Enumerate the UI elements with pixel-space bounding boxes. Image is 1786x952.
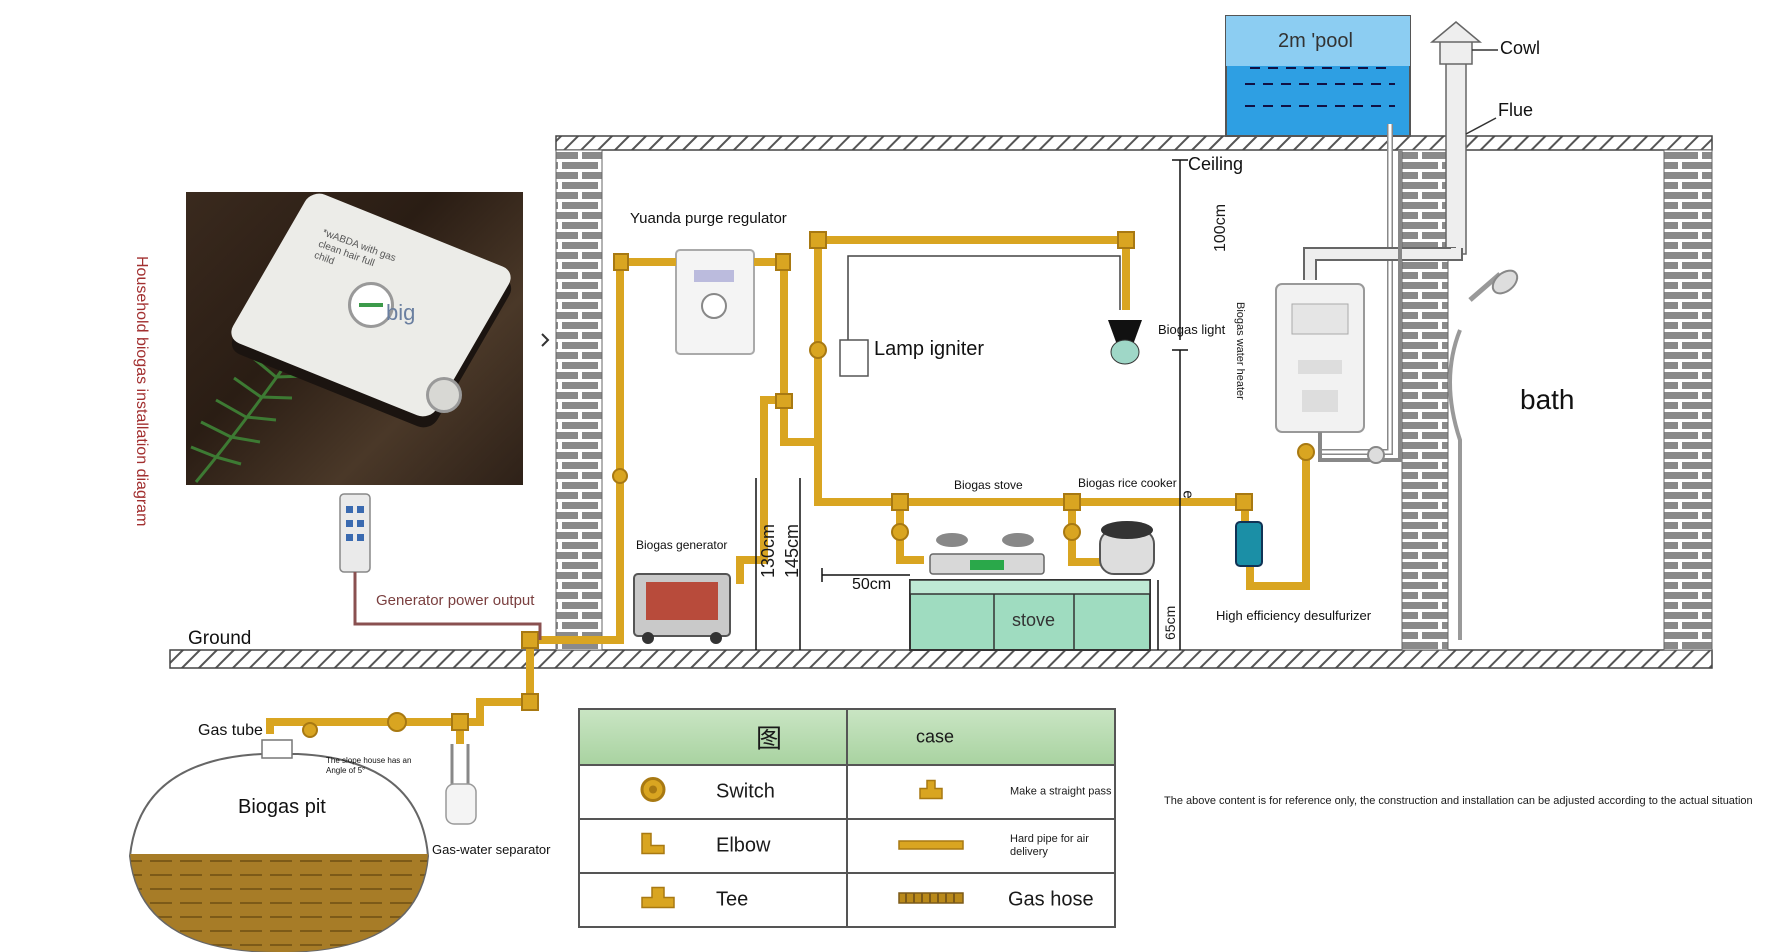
desulfurizer-label: High efficiency desulfurizer	[1216, 608, 1372, 623]
legend-header-left: 图	[756, 723, 783, 754]
legend-header-right: case	[916, 726, 955, 747]
ceiling-label: Ceiling	[1188, 154, 1244, 174]
legend-row: Elbow Hard pipe for air delivery	[578, 818, 1116, 874]
legend-table: 图 case Switch Make a straight pass Elbow…	[578, 708, 1116, 928]
rice-cooker-device	[1099, 521, 1155, 575]
left-wall	[555, 149, 603, 651]
biogas-stove-device	[929, 533, 1045, 575]
bath-label: bath	[1520, 384, 1575, 415]
dim-50-label: 50cm	[852, 576, 892, 593]
lamp-igniter-label: Lamp igniter	[874, 338, 985, 360]
generator-device	[633, 573, 731, 644]
gas-hose-icon	[898, 891, 964, 909]
shower-head	[1491, 269, 1519, 295]
dim-65-label: 65cm	[1162, 605, 1178, 640]
gas-tube-label: Gas tube	[198, 722, 263, 739]
pressure-gauge-icon	[348, 282, 394, 328]
desulfurizer-device	[1235, 521, 1263, 567]
rice-cooker-label: Biogas rice cooker	[1078, 476, 1177, 490]
biogas-stove-label: Biogas stove	[954, 478, 1023, 492]
knob-icon	[426, 377, 462, 413]
power-output-wire	[353, 572, 542, 640]
purge-regulator-label: Yuanda purge regulator	[630, 210, 787, 227]
stove-label: stove	[1012, 610, 1056, 630]
dimension-lines	[755, 159, 1188, 650]
legend-hard-pipe-label: Hard pipe for air delivery	[1010, 833, 1089, 858]
cowl-label: Cowl	[1500, 38, 1541, 58]
ground-label: Ground	[188, 628, 252, 649]
flue-pipe	[1445, 55, 1467, 255]
legend-switch-label: Switch	[716, 780, 775, 803]
middle-wall	[1401, 149, 1449, 651]
dim-145-label: 145cm	[782, 523, 802, 578]
e-mark: e	[1179, 490, 1197, 499]
legend-gas-hose-label: Gas hose	[1008, 888, 1094, 911]
remote-control	[339, 493, 371, 573]
elbow-icon	[640, 832, 666, 861]
straight-pass-icon	[918, 779, 944, 806]
biogas-light-label: Biogas light	[1158, 322, 1226, 337]
cowl	[1439, 39, 1473, 65]
tee-icon	[640, 886, 676, 915]
pipe-fittings	[302, 231, 1315, 738]
kitchen-cabinet	[909, 579, 1151, 651]
legend-row: Switch Make a straight pass	[578, 764, 1116, 820]
right-wall	[1663, 149, 1713, 651]
separator-label: Gas-water separator	[432, 842, 551, 857]
legend-elbow-label: Elbow	[716, 834, 771, 857]
dim-130-label: 130cm	[758, 523, 778, 578]
ground-slab	[169, 649, 1713, 669]
legend-tee-label: Tee	[716, 888, 749, 911]
legend-straight-pass-label: Make a straight pass	[1010, 785, 1112, 798]
pool-label: 2m 'pool	[1278, 30, 1353, 52]
device-label: big	[386, 300, 416, 325]
biogas-pit-label: Biogas pit	[238, 796, 326, 818]
flue-label: Flue	[1498, 100, 1534, 120]
biogas-slurry	[130, 854, 428, 952]
gas-water-separator	[445, 744, 477, 825]
switch-icon	[640, 777, 666, 808]
lamp-igniter-wire	[847, 255, 1121, 342]
legend-row: Tee Gas hose	[578, 872, 1116, 928]
generator-label: Biogas generator	[636, 538, 728, 552]
power-output-label: Generator power output	[376, 592, 535, 609]
hard-pipe-icon	[898, 837, 964, 855]
ceiling-slab	[555, 135, 1713, 151]
diagram-title: Household biogas installation diagram	[133, 256, 150, 527]
slope-note: The slope house has an Angle of 5°	[326, 756, 412, 775]
water-heater-label: Biogas water heater	[1234, 302, 1246, 400]
reference-note: The above content is for reference only,…	[1164, 795, 1753, 807]
dim-100-label: 100cm	[1212, 203, 1229, 252]
lamp-igniter-device	[839, 339, 869, 377]
legend-header: 图 case	[578, 708, 1116, 766]
device-photo: *wABDA with gas clean hair full child bi…	[186, 192, 523, 485]
biogas-light	[1108, 320, 1142, 342]
shower-hose	[1448, 329, 1462, 640]
